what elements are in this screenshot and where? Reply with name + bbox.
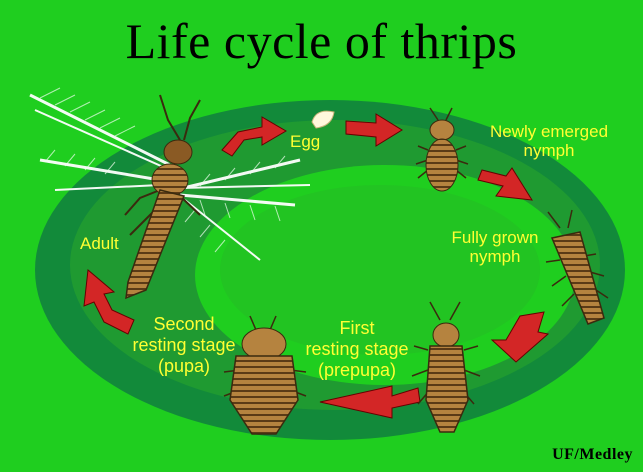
prepupa-icon	[411, 301, 481, 433]
arrow-prepupa-to-pupa	[319, 385, 421, 419]
diagram-title: Life cycle of thrips	[125, 13, 518, 69]
pupa-icon	[223, 315, 307, 435]
label-egg: Egg	[290, 132, 321, 151]
arrow-pupa-to-adult	[83, 269, 135, 335]
label-newly-emerged-nymph: Newly emerged nymph	[489, 122, 609, 160]
arrow-egg-to-nymph	[345, 113, 403, 147]
arrow-nymph-to-grown	[477, 167, 533, 201]
arrow-grown-to-prepupa	[490, 311, 550, 363]
label-fully-grown-nymph: Fully grown nymph	[451, 228, 539, 266]
fully-grown-nymph-icon	[545, 209, 609, 325]
label-first-resting-stage: First resting stage (prepupa)	[305, 318, 409, 380]
arrow-adult-to-egg	[221, 116, 287, 157]
newly-emerged-nymph-icon	[415, 107, 469, 192]
adult-thrips-icon	[29, 87, 311, 300]
label-second-resting-stage: Second resting stage (pupa)	[132, 314, 236, 376]
credit-text: UF/Medley	[552, 446, 633, 463]
label-adult: Adult	[80, 234, 119, 253]
egg-icon	[311, 110, 335, 129]
